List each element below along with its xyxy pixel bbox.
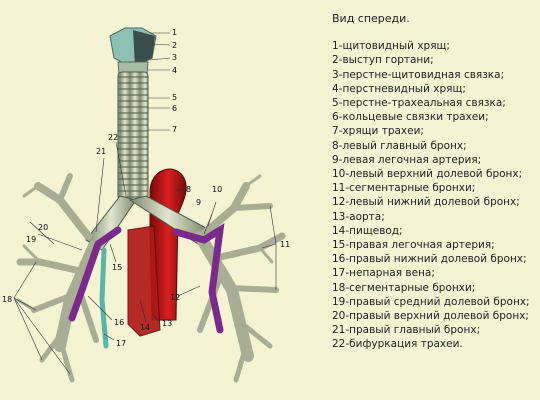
legend-list: 1-щитовидный хрящ; 2-выступ гортани; 3-п…	[332, 39, 536, 351]
legend-item: 8-левый главный бронх;	[332, 139, 467, 152]
label-3: 3	[172, 53, 177, 62]
legend-item: 6-кольцевые связки трахеи;	[332, 111, 489, 124]
right-pulmonary-artery	[68, 226, 122, 322]
label-14: 14	[140, 323, 150, 332]
legend-item: 1-щитовидный хрящ;	[332, 40, 450, 53]
legend-item: 10-левый верхний долевой бронх;	[332, 168, 523, 181]
label-2: 2	[172, 41, 177, 50]
legend-item: 21-правый главный бронх;	[332, 324, 481, 337]
legend-title: Вид спереди.	[332, 12, 410, 25]
legend-item: 17-непарная вена;	[332, 267, 435, 280]
right-bronchial-tree	[16, 173, 100, 383]
legend-item: 16-правый нижний долевой бронх;	[332, 253, 527, 266]
azygos-vein	[99, 247, 109, 349]
left-pulmonary-artery	[172, 223, 225, 334]
label-22: 22	[108, 133, 118, 142]
label-4: 4	[172, 66, 177, 75]
legend-item: 2-выступ гортани;	[332, 54, 434, 67]
trachea	[117, 71, 149, 201]
label-7: 7	[172, 125, 177, 134]
legend-item: 19-правый средний долевой бронх;	[332, 295, 530, 308]
label-12: 12	[170, 293, 180, 302]
thyroid-cartilage-left-plate	[133, 30, 155, 66]
legend-item: 5-перстне-трахеальная связка;	[332, 97, 506, 110]
label-15: 15	[112, 263, 122, 272]
label-18: 18	[2, 295, 12, 304]
legend-item: 9-левая легочная артерия;	[332, 153, 482, 166]
label-21: 21	[96, 147, 106, 156]
legend-item: 15-правая легочная артерия;	[332, 239, 495, 252]
label-16: 16	[114, 318, 124, 327]
esophagus	[127, 225, 161, 337]
label-8: 8	[186, 185, 191, 194]
legend-item: 7-хрящи трахеи;	[332, 125, 424, 138]
label-10: 10	[212, 185, 222, 194]
label-17: 17	[116, 339, 126, 348]
label-20: 20	[38, 223, 48, 232]
legend-panel: Вид спереди. 1-щитовидный хрящ; 2-выступ…	[332, 12, 536, 352]
label-13: 13	[162, 319, 172, 328]
leader-lines	[13, 32, 277, 375]
label-6: 6	[172, 104, 177, 113]
legend-item: 11-сегментарные бронхи;	[332, 182, 476, 195]
label-9: 9	[196, 198, 201, 207]
label-19: 19	[26, 235, 36, 244]
label-11: 11	[280, 240, 290, 249]
legend-item: 13-аорта;	[332, 210, 385, 223]
legend-item: 12-левый нижний долевой бронх;	[332, 196, 520, 209]
legend-item: 3-перстне-щитовидная связка;	[332, 68, 505, 81]
figure-labels: 1 2 3 4 5 6 7 8 9 10 11 12 13 14 15 16 1…	[2, 28, 290, 348]
legend-item: 14-пищевод;	[332, 224, 403, 237]
legend-item: 18-сегментарные бронхи;	[332, 281, 476, 294]
trachea-bronchi-illustration: 1 2 3 4 5 6 7 8 9 10 11 12 13 14 15 16 1…	[2, 27, 290, 383]
legend-item: 20-правый верхний долевой бронх;	[332, 310, 529, 323]
legend-item: 4-перстневидный хрящ;	[332, 82, 466, 95]
label-1: 1	[172, 28, 177, 37]
legend-item: 22-бифуркация трахеи.	[332, 338, 463, 351]
label-5: 5	[172, 93, 177, 102]
